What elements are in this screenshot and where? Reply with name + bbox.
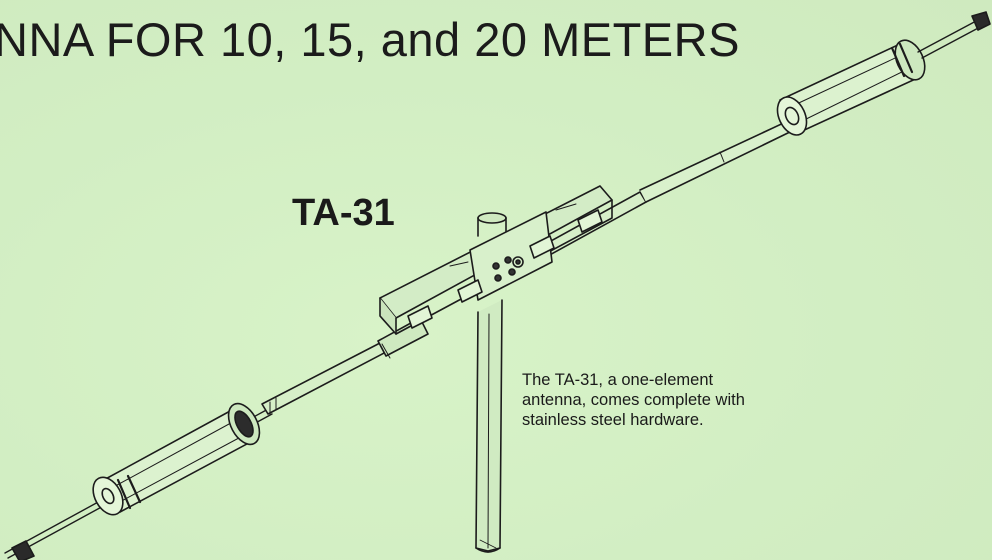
caption-line-3: stainless steel hardware. xyxy=(522,411,704,429)
figure-caption: The TA-31, a one-element antenna, comes … xyxy=(522,370,822,430)
model-label: TA-31 xyxy=(292,192,395,234)
right-trap xyxy=(776,39,926,136)
caption-line-1: The TA-31, a one-element xyxy=(522,371,714,389)
mast-pipe xyxy=(475,212,507,553)
element-left xyxy=(4,317,429,560)
left-trap xyxy=(92,402,261,516)
caption-line-2: antenna, comes complete with xyxy=(522,391,745,409)
page-headline: NNA FOR 10, 15, and 20 METERS xyxy=(0,13,740,66)
boom-center xyxy=(379,185,613,335)
